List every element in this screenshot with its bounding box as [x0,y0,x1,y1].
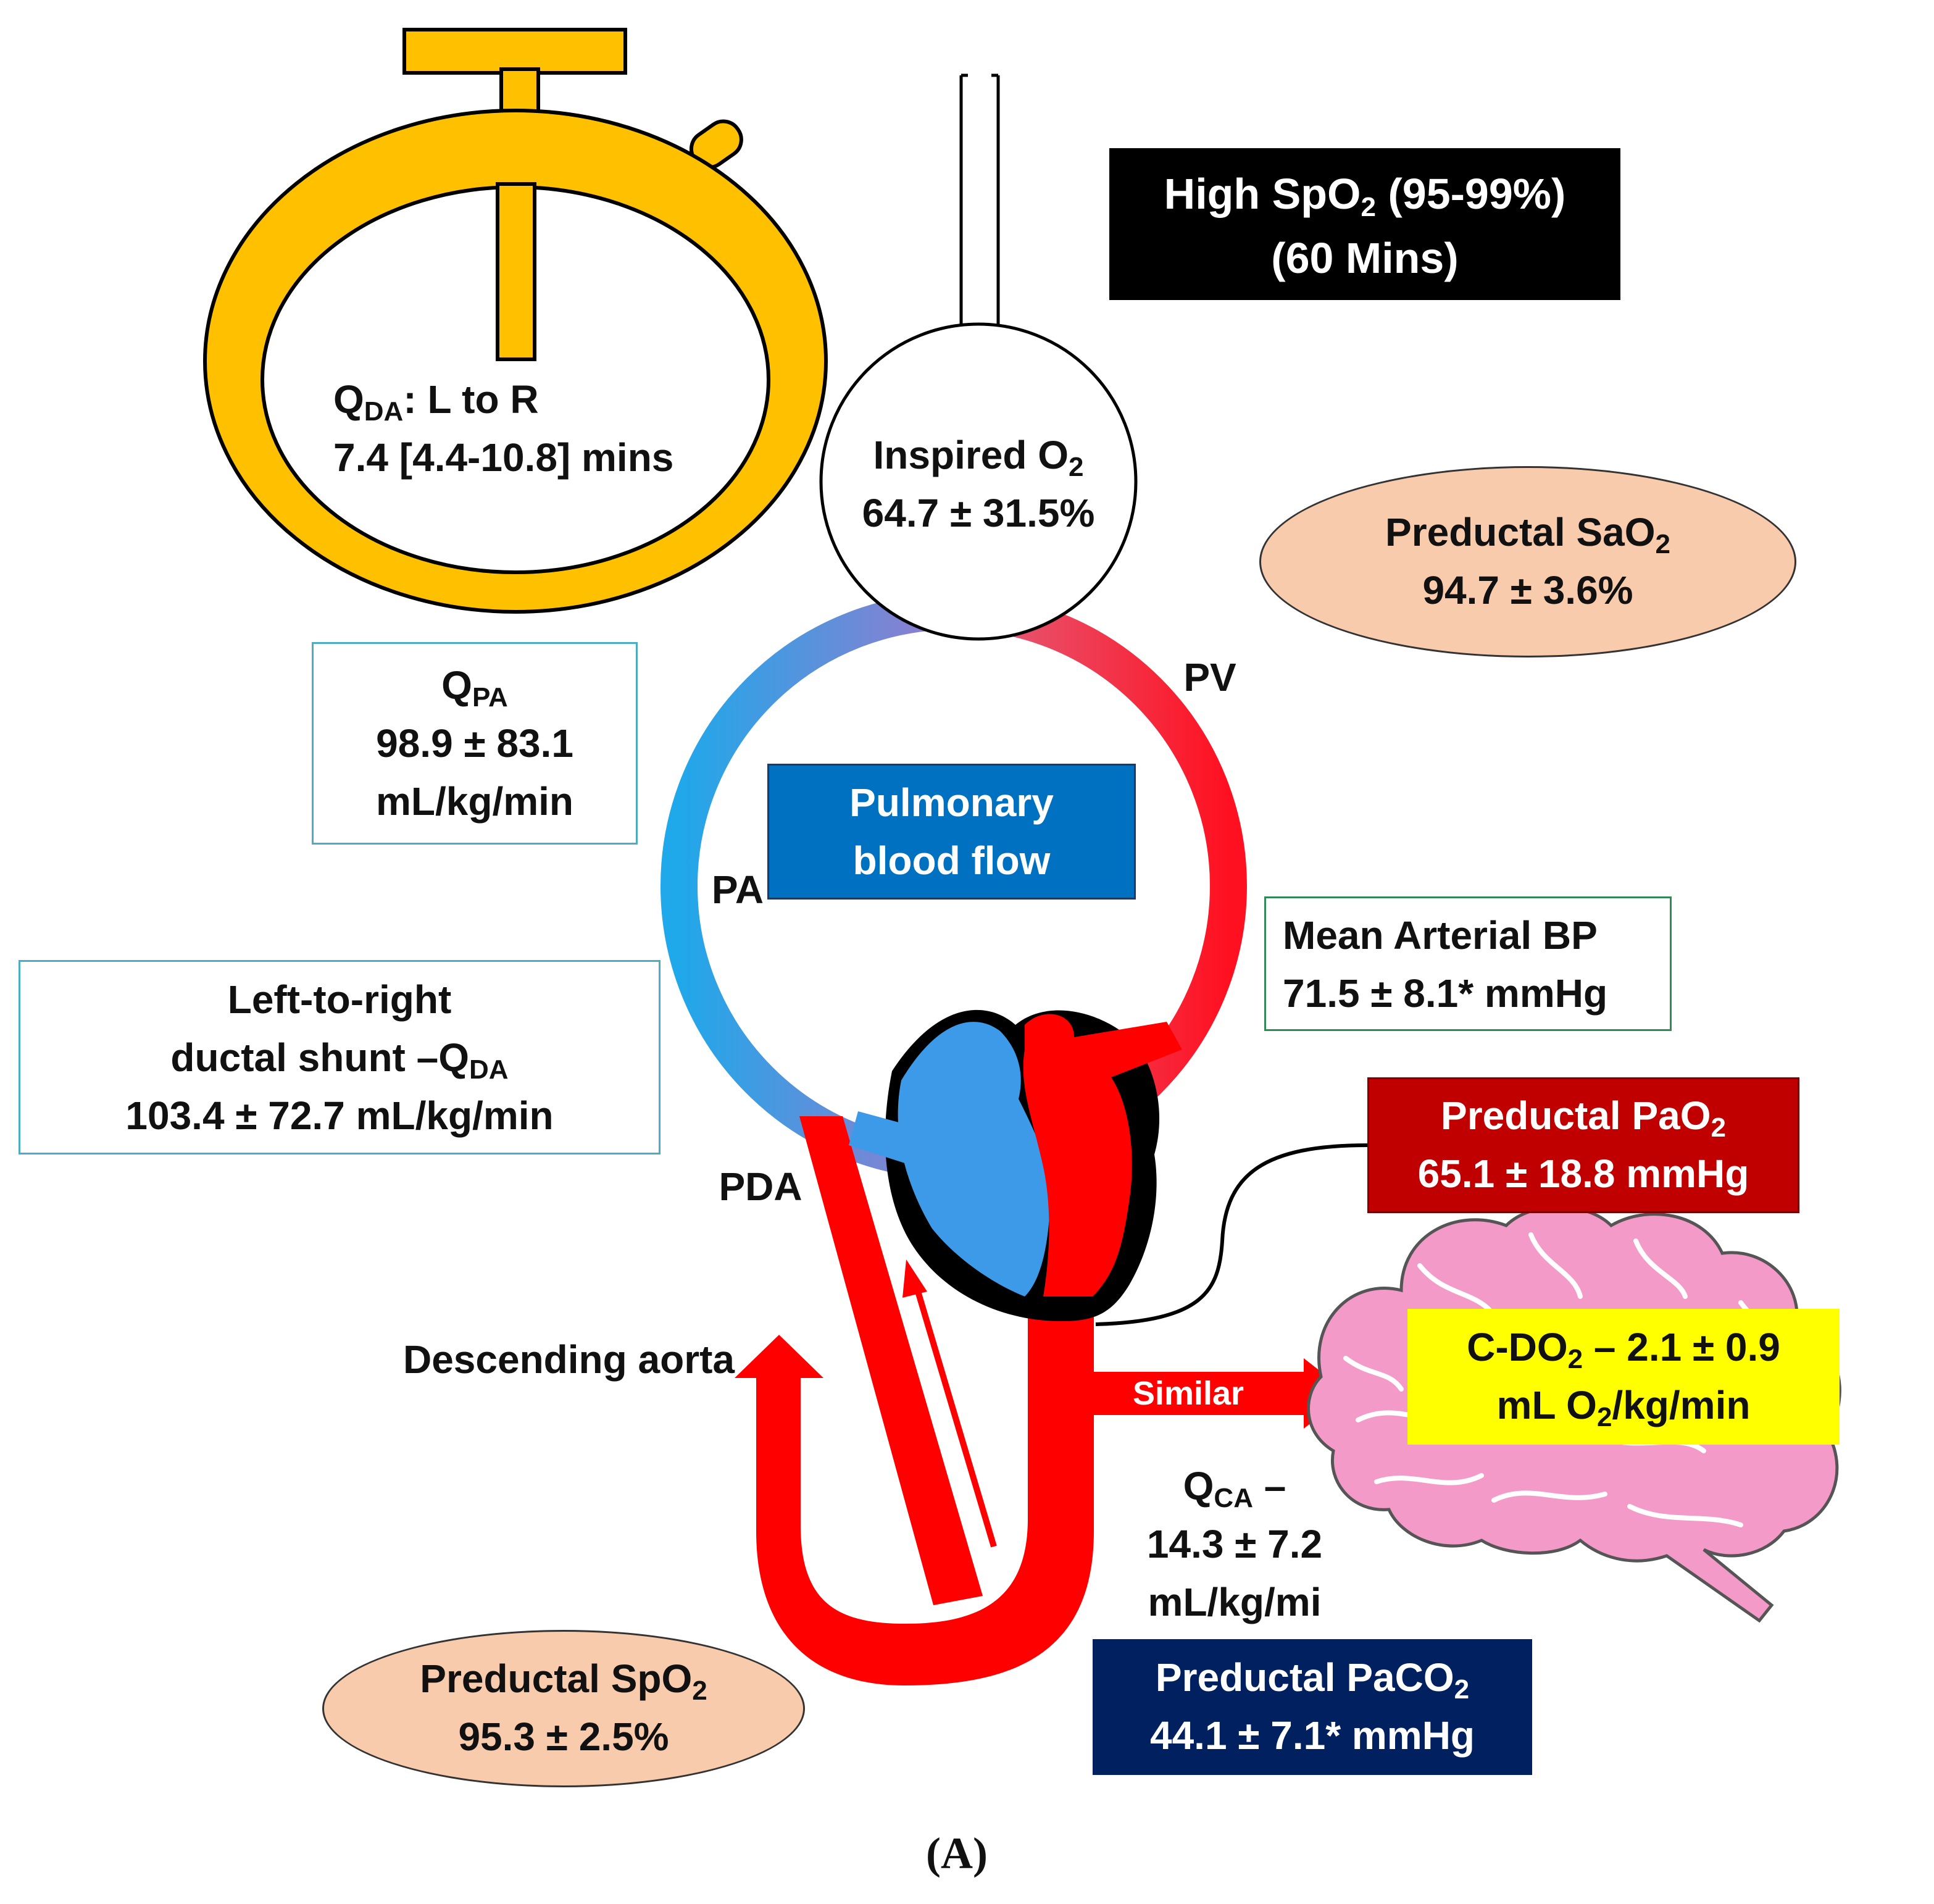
paco2-box [1093,1639,1532,1775]
qca-subscript: CA [1214,1483,1253,1513]
qda-subscript: DA [364,396,404,427]
cdo2-label: C-DO2 – 2.1 ± 0.9 mL O2/kg/min [1407,1318,1840,1434]
ductal-shunt-line2: ductal shunt –Q [170,1035,470,1080]
cdo2-line1-sub: 2 [1567,1344,1583,1374]
mean-bp-title: Mean Arterial BP [1283,913,1598,958]
pao2-connector-line [1095,1143,1368,1326]
mean-bp-value: 71.5 ± 8.1* mmHg [1283,971,1608,1016]
pao2-title: Preductal PaO [1441,1093,1711,1138]
qpa-box [312,642,638,845]
qca-symbol: Q [1183,1464,1214,1508]
paco2-sub: 2 [1454,1674,1470,1705]
paco2-title: Preductal PaCO [1155,1655,1454,1700]
qca-value: 14.3 ± 7.2 [1146,1522,1323,1566]
cdo2-line1-post: – 2.1 ± 0.9 [1583,1325,1780,1369]
inspired-o2-label: Inspired O2 64.7 ± 31.5% [840,426,1117,542]
qca-unit: mL/kg/mi [1148,1580,1322,1624]
ductal-shunt-sub: DA [469,1054,509,1085]
preductal-sao2-title: Preductal SaO [1385,510,1656,554]
condition-label: High SpO2 (95-99%) (60 Mins) [1109,162,1620,290]
pa-label: PA [711,867,764,912]
qda-direction: : L to R [403,377,539,422]
preductal-sao2-value: 94.7 ± 3.6% [1422,568,1633,612]
similar-label: Similar [1132,1375,1244,1412]
pulmonary-blood-flow-label: Pulmonary blood flow [767,774,1136,890]
cdo2-line2-sub: 2 [1596,1402,1612,1432]
stopwatch-icon [203,28,828,614]
qca-dash: – [1253,1464,1286,1508]
ductal-shunt-label: Left-to-right ductal shunt –QDA 103.4 ± … [19,971,661,1145]
condition-duration: (60 Mins) [1271,234,1459,282]
qda-duration: 7.4 [4.4-10.8] mins [333,435,674,480]
preductal-spo2-value: 95.3 ± 2.5% [458,1714,669,1759]
condition-line1-sub: 2 [1361,192,1376,222]
cdo2-line1-pre: C-DO [1467,1325,1568,1369]
preductal-sao2-label: Preductal SaO2 94.7 ± 3.6% [1259,503,1796,619]
stopwatch-label: QDA: L to R 7.4 [4.4-10.8] mins [333,370,728,486]
mean-bp-label: Mean Arterial BP 71.5 ± 8.1* mmHg [1264,906,1672,1022]
pao2-sub: 2 [1711,1113,1726,1143]
ductal-shunt-value: 103.4 ± 72.7 mL/kg/min [125,1093,554,1138]
pao2-label: Preductal PaO2 65.1 ± 18.8 mmHg [1367,1087,1799,1203]
pda-label: PDA [719,1164,802,1209]
descending-aorta-label: Descending aorta [402,1337,735,1382]
condition-line1-pre: High SpO [1164,170,1361,218]
inspired-o2-circle [819,322,1138,641]
condition-line1-post: (95-99%) [1376,170,1566,218]
preductal-spo2-label: Preductal SpO2 95.3 ± 2.5% [322,1650,805,1766]
preductal-spo2-sub: 2 [692,1676,707,1706]
pao2-box [1367,1077,1799,1213]
preductal-spo2-title: Preductal SpO [420,1656,693,1701]
pulmonary-line1: Pulmonary [849,780,1054,825]
qpa-subscript: PA [472,682,508,712]
paco2-label: Preductal PaCO2 44.1 ± 7.1* mmHg [1093,1648,1532,1764]
inspired-o2-value: 64.7 ± 31.5% [862,491,1095,535]
qpa-label: QPA 98.9 ± 83.1 mL/kg/min [312,656,638,830]
pulmonary-line2: blood flow [852,838,1051,883]
ductal-shunt-line1: Left-to-right [227,977,452,1022]
inspired-o2-sub: 2 [1069,452,1084,482]
pulmonary-blood-flow-box [767,764,1136,900]
qpa-value: 98.9 ± 83.1 [376,721,573,766]
qca-label: QCA – 14.3 ± 7.2 mL/kg/mi [1108,1457,1361,1631]
pao2-value: 65.1 ± 18.8 mmHg [1417,1151,1749,1196]
breathing-tube-icon [959,73,1000,338]
pv-label: PV [1183,655,1236,699]
cdo2-box [1407,1309,1840,1445]
preductal-sao2-ellipse [1259,466,1796,658]
inspired-o2-title: Inspired O [873,433,1069,477]
condition-box [1109,148,1620,300]
preductal-spo2-ellipse [322,1630,805,1787]
mean-bp-box [1264,896,1672,1031]
qpa-unit: mL/kg/min [375,779,574,824]
qpa-symbol: Q [441,663,472,708]
heart-icon [849,1009,1182,1321]
ductal-shunt-box [19,960,661,1155]
cdo2-line2-pre: mL O [1496,1383,1597,1427]
panel-label: (A) [926,1829,988,1878]
qda-symbol: Q [333,377,364,422]
cdo2-line2-post: /kg/min [1612,1383,1751,1427]
paco2-value: 44.1 ± 7.1* mmHg [1149,1713,1475,1758]
preductal-sao2-sub: 2 [1655,529,1670,559]
